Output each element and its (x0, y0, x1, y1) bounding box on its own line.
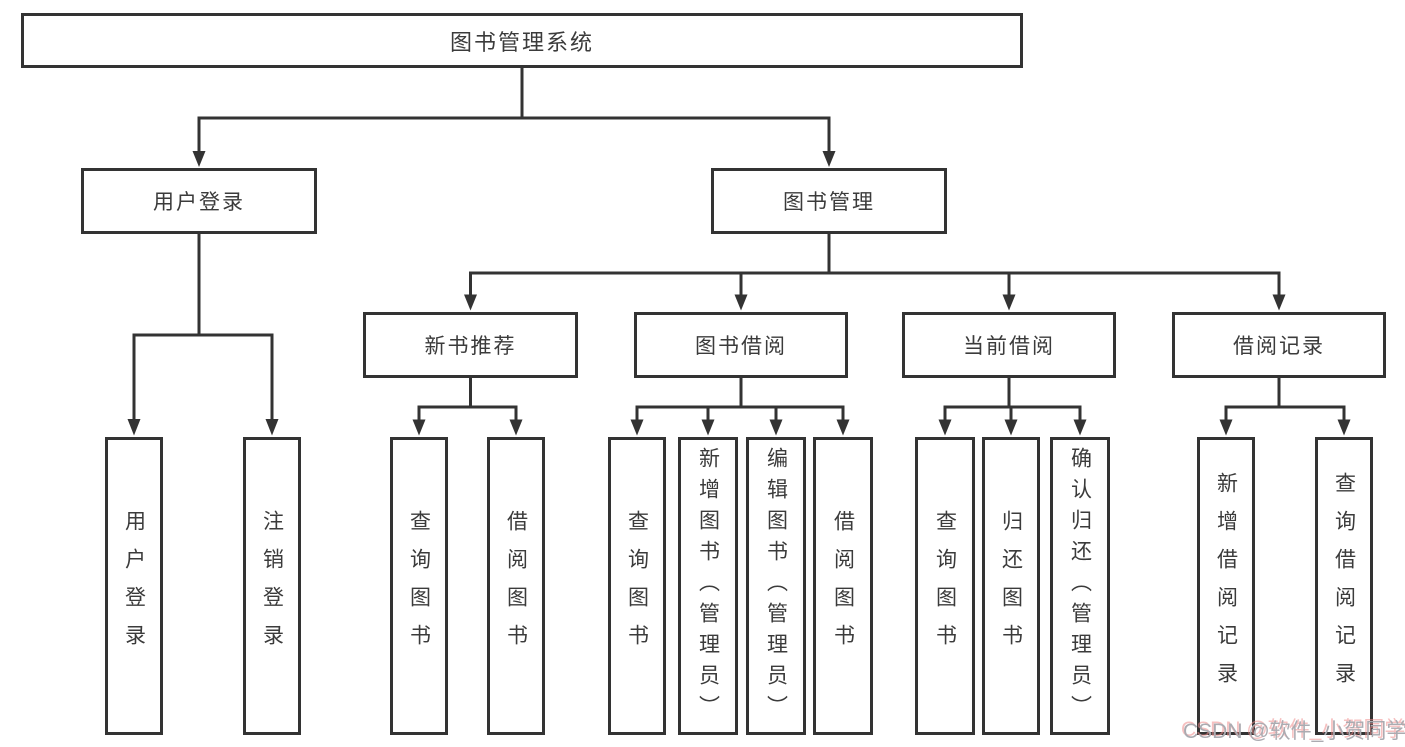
leaf-confirm-return-admin: 确认归还（管理员） (1050, 437, 1110, 735)
leaf-user-login: 用户登录 (105, 437, 163, 735)
node-new-book-recommendation: 新书推荐 (363, 312, 578, 378)
leaf-label: 查询借阅记录 (1332, 472, 1356, 700)
leaf-return-books: 归还图书 (982, 437, 1040, 735)
leaf-add-borrow-record: 新增借阅记录 (1197, 437, 1255, 735)
node-borrowing-records: 借阅记录 (1172, 312, 1386, 378)
leaf-label: 借阅图书 (831, 510, 855, 662)
leaf-label: 用户登录 (122, 510, 146, 662)
node-user-login: 用户登录 (81, 168, 317, 234)
leaf-label: 查询图书 (407, 510, 431, 662)
leaf-label: 借阅图书 (504, 510, 528, 662)
leaf-borrow-books-2: 借阅图书 (813, 437, 873, 735)
leaf-label: 编辑图书（管理员） (764, 446, 788, 726)
leaf-label: 注销登录 (260, 510, 284, 662)
leaf-logout: 注销登录 (243, 437, 301, 735)
node-book-borrowing: 图书借阅 (634, 312, 848, 378)
leaf-label: 新增借阅记录 (1214, 472, 1238, 700)
leaf-label: 查询图书 (625, 510, 649, 662)
leaf-edit-books-admin: 编辑图书（管理员） (746, 437, 806, 735)
leaf-label: 归还图书 (999, 510, 1023, 662)
leaf-label: 查询图书 (933, 510, 957, 662)
node-library-management-system: 图书管理系统 (21, 13, 1023, 68)
node-book-management: 图书管理 (711, 168, 947, 234)
leaf-label: 新增图书（管理员） (696, 446, 720, 726)
arrowheads (127, 151, 1351, 436)
leaf-query-books-3: 查询图书 (915, 437, 975, 735)
leaf-query-books-2: 查询图书 (608, 437, 666, 735)
node-current-borrowing: 当前借阅 (902, 312, 1116, 378)
leaf-query-borrow-record: 查询借阅记录 (1315, 437, 1373, 735)
leaf-query-books-1: 查询图书 (390, 437, 448, 735)
csdn-watermark: CSDN @软件_小贺同学 (1183, 720, 1405, 743)
leaf-add-books-admin: 新增图书（管理员） (678, 437, 738, 735)
leaf-label: 确认归还（管理员） (1068, 446, 1092, 726)
leaf-borrow-books-1: 借阅图书 (487, 437, 545, 735)
